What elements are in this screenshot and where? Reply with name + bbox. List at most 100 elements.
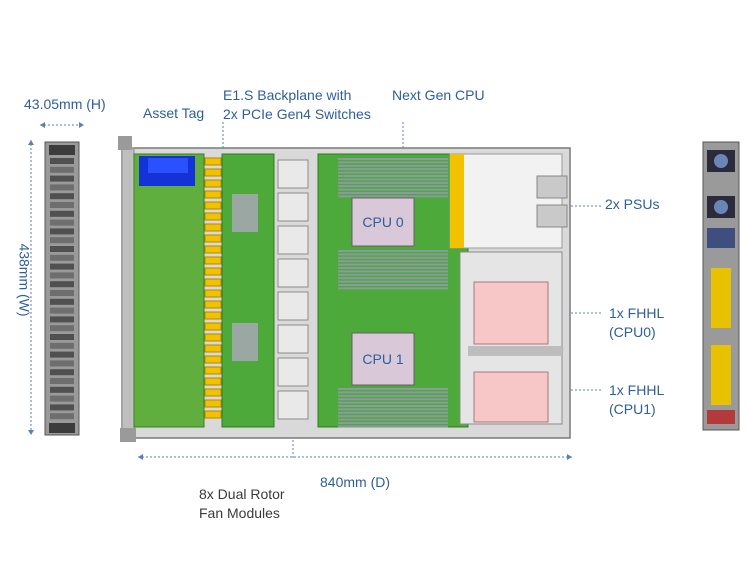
dimm-slot bbox=[338, 185, 448, 188]
drive-connector bbox=[204, 388, 222, 397]
height-arrowheads bbox=[40, 122, 84, 128]
front-drive-bay bbox=[50, 325, 74, 332]
psus-label: 2x PSUs bbox=[605, 196, 660, 212]
leader-lines bbox=[222, 122, 601, 391]
dimm-slot bbox=[338, 405, 448, 407]
front-drive-bay bbox=[50, 351, 74, 358]
dimm-slot bbox=[338, 178, 448, 181]
dimm-slot bbox=[338, 425, 448, 428]
depth-dimension-label: 840mm (D) bbox=[320, 474, 391, 490]
dimm-slot bbox=[338, 195, 448, 198]
fhhl-cpu0-label-line2: (CPU0) bbox=[609, 324, 656, 340]
dimm-slot bbox=[338, 260, 448, 263]
front-drive-bay bbox=[50, 246, 74, 252]
psu-bay bbox=[449, 153, 563, 249]
dimm-slot bbox=[338, 158, 448, 160]
fhhl-cpu1-label-line1: 1x FHHL bbox=[609, 382, 665, 398]
fhhl-slot-cpu0 bbox=[473, 281, 549, 345]
rear-panel-view bbox=[702, 141, 740, 431]
cpu1-label: CPU 1 bbox=[362, 351, 403, 367]
fan-modules bbox=[277, 159, 309, 420]
front-drive-bay bbox=[50, 395, 74, 402]
drive-connector bbox=[204, 212, 222, 221]
drive-connector bbox=[204, 300, 222, 309]
drive-connector bbox=[204, 289, 222, 298]
front-drive-bay bbox=[50, 158, 74, 164]
dimm-slot bbox=[338, 394, 448, 397]
dimm-slot bbox=[338, 161, 448, 164]
dimm-slot bbox=[338, 253, 448, 256]
fan-module bbox=[277, 159, 309, 189]
e1s-backplane-label-line1: E1.S Backplane with bbox=[223, 87, 352, 103]
front-drive-bay bbox=[50, 378, 74, 384]
front-drive-bay bbox=[50, 166, 74, 173]
dimm-slot bbox=[338, 263, 448, 266]
front-drive-bay bbox=[50, 360, 74, 367]
front-drive-bay bbox=[50, 210, 74, 217]
drive-connector bbox=[204, 366, 222, 375]
dimm-slot bbox=[338, 175, 448, 177]
dimm-slot bbox=[338, 280, 448, 283]
drive-connector bbox=[204, 344, 222, 353]
drive-connector bbox=[204, 201, 222, 210]
dimm-slot bbox=[338, 188, 448, 191]
fan-module bbox=[277, 192, 309, 222]
fan-module bbox=[277, 390, 309, 420]
dimm-slots bbox=[338, 158, 448, 428]
front-drive-bay bbox=[50, 193, 74, 200]
dimm-slot bbox=[338, 415, 448, 418]
front-drive-bay bbox=[50, 202, 74, 208]
fan-module bbox=[277, 357, 309, 387]
dimm-slot bbox=[338, 418, 448, 421]
next-gen-cpu-label: Next Gen CPU bbox=[392, 87, 485, 103]
front-drive-bay bbox=[50, 298, 74, 305]
dimm-slot bbox=[338, 168, 448, 171]
dimm-slot bbox=[338, 388, 448, 390]
cpu-0 bbox=[351, 197, 415, 247]
drive-connector bbox=[204, 223, 222, 232]
front-drive-bay bbox=[50, 228, 74, 235]
dimm-slot bbox=[338, 181, 448, 184]
dimm-slot bbox=[338, 422, 448, 424]
drive-connector bbox=[204, 311, 222, 320]
front-drive-bay bbox=[50, 316, 74, 323]
front-drive-bay bbox=[50, 334, 74, 340]
drive-connector bbox=[204, 399, 222, 408]
dimm-slot bbox=[338, 256, 448, 259]
drive-connector bbox=[204, 355, 222, 364]
dimm-slot bbox=[338, 171, 448, 174]
fan-module bbox=[277, 291, 309, 321]
dimm-slot bbox=[338, 273, 448, 276]
chassis-top-view bbox=[118, 136, 571, 442]
drive-connectors bbox=[204, 157, 222, 419]
pcie-switch-1 bbox=[232, 323, 258, 361]
pcie-switch-0 bbox=[232, 194, 258, 232]
dimm-slot bbox=[338, 270, 448, 273]
front-drive-bay bbox=[50, 404, 74, 411]
dimm-slot bbox=[338, 287, 448, 290]
fhhl-cpu0-label-line1: 1x FHHL bbox=[609, 305, 665, 321]
front-drive-bay bbox=[50, 184, 74, 191]
drive-connector bbox=[204, 179, 222, 188]
e1s-backplane-label-line2: 2x PCIe Gen4 Switches bbox=[223, 106, 371, 122]
front-drive-bay bbox=[50, 237, 74, 244]
dimm-slot bbox=[338, 398, 448, 401]
drive-connector bbox=[204, 322, 222, 331]
drive-connector bbox=[204, 234, 222, 243]
drive-connector bbox=[204, 410, 222, 419]
dimm-slot bbox=[338, 284, 448, 286]
dimm-slot bbox=[338, 164, 448, 167]
fhhl-cpu1-label-line2: (CPU1) bbox=[609, 401, 656, 417]
front-drive-bay bbox=[50, 413, 74, 420]
dimm-slot bbox=[338, 192, 448, 194]
front-drive-bay bbox=[50, 307, 74, 314]
front-drive-bay bbox=[50, 342, 74, 349]
dimm-slot bbox=[338, 277, 448, 280]
dimm-slot bbox=[338, 250, 448, 252]
front-drive-bay bbox=[50, 272, 74, 279]
drive-connector bbox=[204, 333, 222, 342]
drive-connector bbox=[204, 278, 222, 287]
cpu0-label: CPU 0 bbox=[362, 214, 403, 230]
drive-connector bbox=[204, 190, 222, 199]
